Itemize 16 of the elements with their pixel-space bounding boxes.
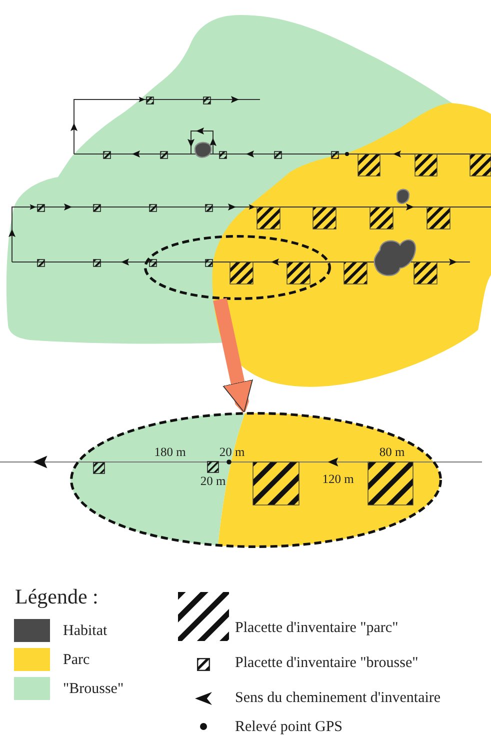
distance-label: 80 m — [379, 446, 405, 460]
distance-label: 20 m — [219, 446, 245, 460]
legend-text: "Brousse" — [63, 680, 124, 698]
distance-label: 120 m — [322, 473, 354, 487]
distance-label: 20 m — [200, 475, 226, 489]
arrow — [213, 298, 253, 414]
legend-text: Sens du cheminement d'inventaire — [235, 690, 441, 706]
distance-label: 180 m — [154, 446, 186, 460]
legend-title: Légende : — [15, 585, 98, 609]
legend-text: Placette d'inventaire "parc" — [235, 620, 398, 636]
detail-view-ellipse — [70, 412, 442, 548]
legend-text: Placette d'inventaire "brousse" — [235, 654, 418, 672]
zoom-area-ellipse — [144, 235, 331, 300]
legend-text: Parc — [63, 652, 90, 668]
legend-text: Relevé point GPS — [235, 718, 342, 736]
legend-text: Habitat — [63, 622, 108, 640]
